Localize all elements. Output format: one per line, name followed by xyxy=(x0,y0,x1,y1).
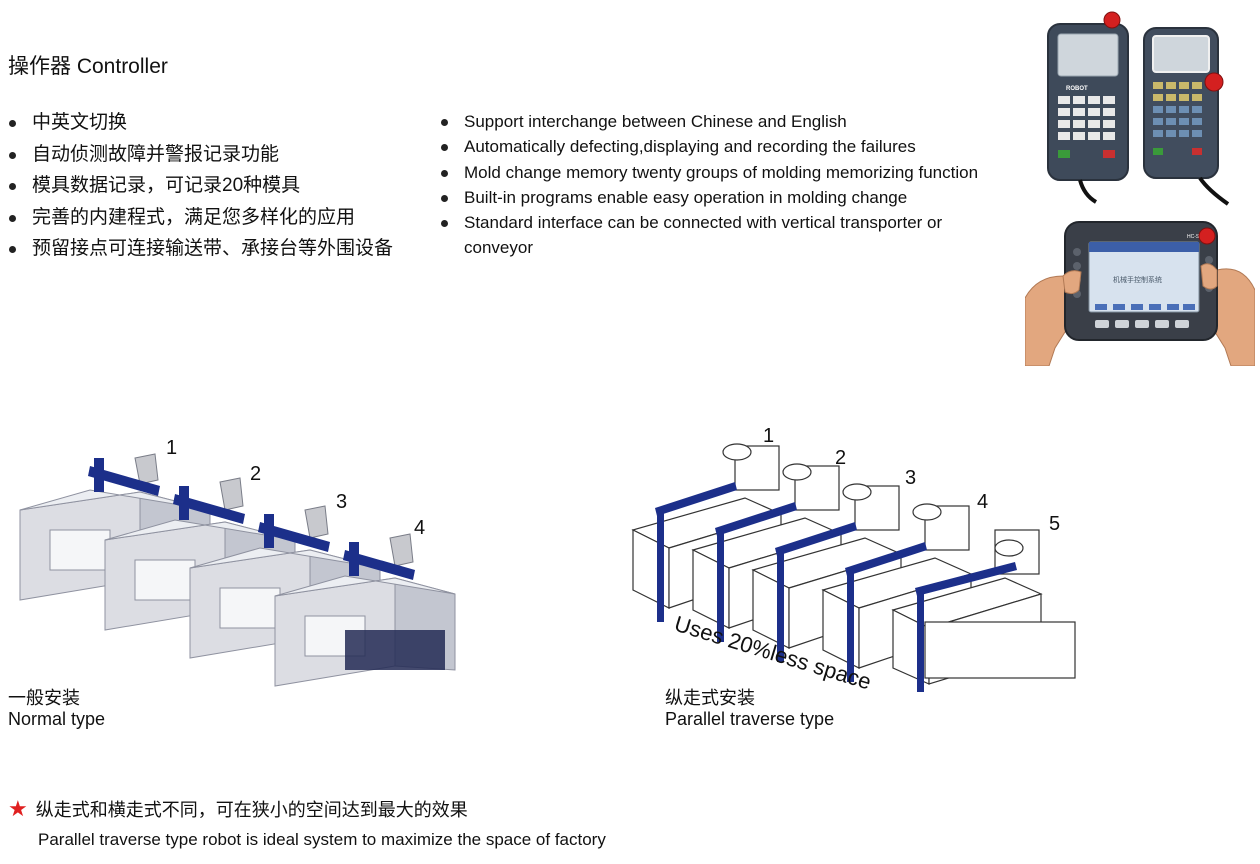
list-item: Built-in programs enable easy operation … xyxy=(440,185,1040,210)
pendant-model-label: HC-S1 xyxy=(1187,234,1202,240)
normal-type-caption: 一般安装 Normal type xyxy=(8,688,105,730)
machine-number: 1 xyxy=(166,437,177,459)
normal-layout-illustration: 1 2 3 4 xyxy=(19,437,456,687)
pendant-brand-label: ROBOT xyxy=(1066,86,1088,92)
machine-number: 5 xyxy=(1049,513,1060,535)
caption-cn: 纵走式安装 xyxy=(665,688,755,708)
machine-number: 1 xyxy=(763,425,774,447)
list-item: Support interchange between Chinese and … xyxy=(440,109,1040,134)
star-icon: ★ xyxy=(8,796,28,821)
parallel-type-caption: 纵走式安装 Parallel traverse type xyxy=(665,688,834,730)
machine-number: 3 xyxy=(905,467,916,489)
machine-number: 4 xyxy=(977,491,988,513)
list-item: 中英文切换 xyxy=(8,110,393,142)
features-en-list: Support interchange between Chinese and … xyxy=(440,109,1040,261)
machine-number: 3 xyxy=(336,491,347,513)
caption-en: Parallel traverse type xyxy=(665,709,835,729)
machine-number: 4 xyxy=(414,517,425,539)
parallel-layout-illustration: 1 2 3 4 5 Uses 20%less space xyxy=(631,425,1076,692)
list-item: Automatically defecting,displaying and r… xyxy=(440,134,1040,159)
section-title: 操作器 Controller xyxy=(8,55,168,78)
caption-cn: 一般安装 xyxy=(8,688,80,708)
machine-number: 2 xyxy=(835,447,846,469)
note-cn-row: ★ 纵走式和横走式不同，可在狭小的空间达到最大的效果 xyxy=(8,796,468,822)
note-en: Parallel traverse type robot is ideal sy… xyxy=(38,830,606,849)
pendant-screen-text: 机械手控制系统 xyxy=(1113,275,1162,284)
note-cn: 纵走式和横走式不同，可在狭小的空间达到最大的效果 xyxy=(35,800,468,820)
list-item: Standard interface can be connected with… xyxy=(440,210,984,261)
features-cn-list: 中英文切换 自动侦测故障并警报记录功能 模具数据记录，可记录20种模具 完善的内… xyxy=(8,110,393,268)
handheld-controllers-image: ROBOT xyxy=(1047,11,1230,206)
list-item: Mold change memory twenty groups of mold… xyxy=(440,160,1040,185)
normal-machine-4 xyxy=(274,533,456,687)
list-item: 完善的内建程式，满足您多样化的应用 xyxy=(8,205,393,237)
caption-en: Normal type xyxy=(8,709,106,729)
list-item: 模具数据记录，可记录20种模具 xyxy=(8,173,393,205)
machine-number: 2 xyxy=(250,463,261,485)
list-item: 自动侦测故障并警报记录功能 xyxy=(8,142,393,174)
pendant-in-hands-image: HC-S1 机械手控制系统 xyxy=(1025,220,1255,366)
list-item: 预留接点可连接输送带、承接台等外围设备 xyxy=(8,236,393,268)
